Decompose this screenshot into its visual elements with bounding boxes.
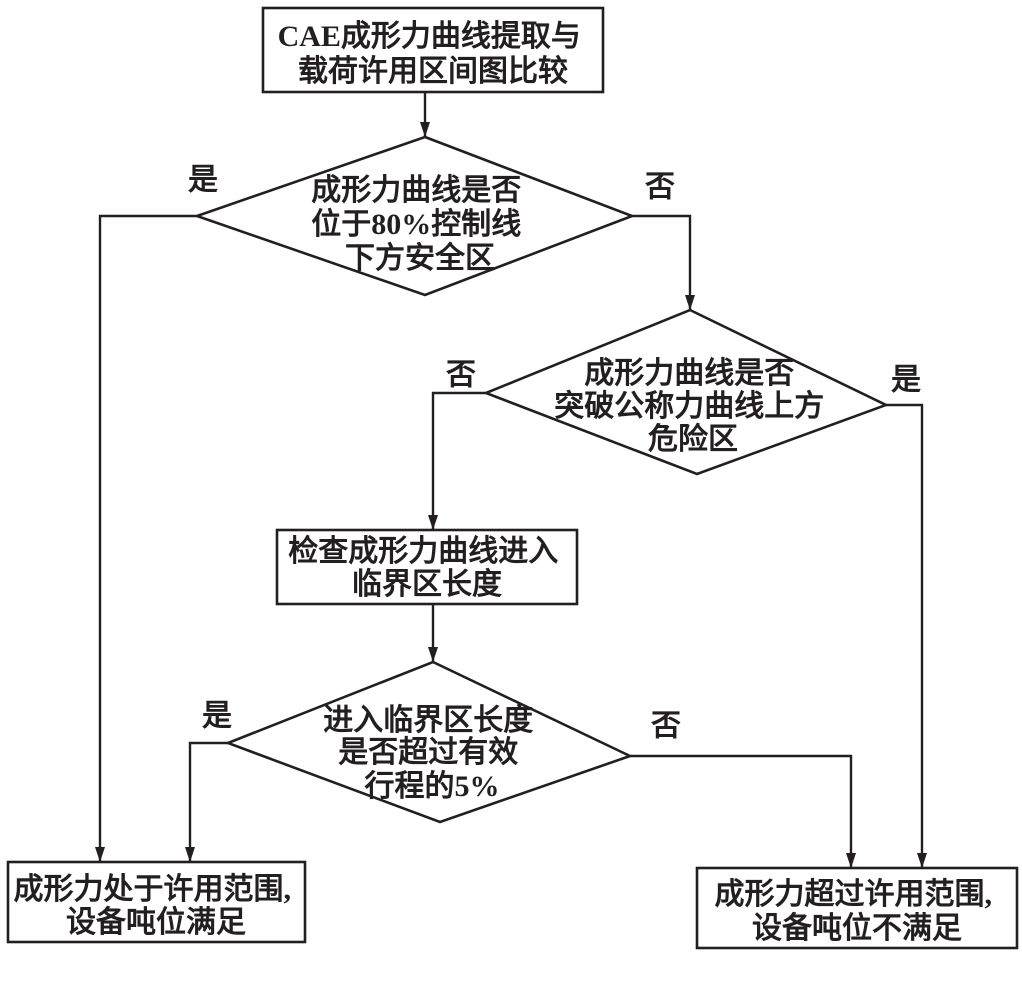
edge-length-yes-to-result-ok bbox=[185, 741, 228, 862]
edge-safe-zone-yes-to-result-ok bbox=[95, 214, 197, 862]
length-decision-line-1: 进入临界区长度 bbox=[323, 703, 533, 737]
result-fail-box-frame bbox=[695, 866, 1019, 950]
safe-zone-decision-diamond bbox=[193, 135, 636, 297]
edge-length-no-to-result-fail bbox=[630, 754, 856, 868]
danger-zone-decision-text: 成形力曲线是否 突破公称力曲线上方 危险区 bbox=[554, 357, 832, 456]
safe-zone-decision-line-3: 下方安全区 bbox=[345, 241, 495, 275]
length-decision-diamond bbox=[224, 660, 634, 824]
result-ok-box-text: 成形力处于许用范围, 设备吨位满足 bbox=[14, 873, 299, 939]
result-ok-box-line-1: 成形力处于许用范围, bbox=[14, 873, 292, 906]
danger-zone-decision-line-1: 成形力曲线是否 bbox=[584, 357, 794, 390]
nodes: CAE成形力曲线提取与 载荷许用区间图比较 成形力曲线是否 位于80%控制线 下… bbox=[6, 6, 1019, 950]
result-ok-box-line-2: 设备吨位满足 bbox=[66, 905, 246, 939]
result-fail-box: 成形力超过许用范围, 设备吨位不满足 bbox=[695, 866, 1019, 950]
danger-zone-decision: 成形力曲线是否 突破公称力曲线上方 危险区 bbox=[482, 308, 890, 476]
safe-zone-decision-text: 成形力曲线是否 位于80%控制线 下方安全区 bbox=[311, 174, 529, 275]
danger-zone-decision-line-2: 突破公称力曲线上方 bbox=[554, 389, 824, 423]
safe-zone-yes-label: 是 bbox=[188, 164, 218, 197]
start-box-line-1: CAE成形力曲线提取与 bbox=[278, 20, 581, 53]
safe-zone-decision-line-1: 成形力曲线是否 bbox=[311, 174, 521, 207]
edge-safe-zone-no-to-danger-zone-decision bbox=[632, 214, 695, 310]
check-length-box-text: 检查成形力曲线进入 临界区长度 bbox=[288, 534, 566, 601]
danger-zone-decision-line-3: 危险区 bbox=[648, 422, 738, 456]
safe-zone-decision-line-2: 位于80%控制线 bbox=[311, 207, 521, 241]
result-ok-box: 成形力处于许用范围, 设备吨位满足 bbox=[6, 860, 307, 944]
result-fail-box-text: 成形力超过许用范围, 设备吨位不满足 bbox=[715, 878, 1000, 945]
danger-zone-yes-label: 是 bbox=[891, 364, 921, 397]
edge-labels: 是 否 否 是 是 否 bbox=[188, 164, 921, 743]
start-box-line-2: 载荷许用区间图比较 bbox=[298, 54, 568, 88]
length-decision: 进入临界区长度 是否超过有效 行程的5% bbox=[224, 660, 634, 824]
check-length-box-line-2: 临界区长度 bbox=[352, 567, 502, 601]
length-yes-label: 是 bbox=[202, 700, 232, 733]
length-no-label: 否 bbox=[651, 710, 681, 743]
result-ok-box-frame bbox=[6, 860, 307, 944]
edge-danger-zone-no-to-check-length bbox=[428, 391, 486, 530]
safe-zone-decision: 成形力曲线是否 位于80%控制线 下方安全区 bbox=[193, 135, 636, 297]
check-length-box: 检查成形力曲线进入 临界区长度 bbox=[275, 528, 579, 606]
edges bbox=[95, 92, 927, 868]
start-box-text: CAE成形力曲线提取与 载荷许用区间图比较 bbox=[278, 20, 589, 88]
result-fail-box-line-1: 成形力超过许用范围, bbox=[715, 878, 993, 911]
length-decision-line-2: 是否超过有效 bbox=[338, 736, 518, 769]
start-box-frame bbox=[261, 6, 605, 94]
danger-zone-decision-diamond bbox=[482, 308, 890, 476]
start-box: CAE成形力曲线提取与 载荷许用区间图比较 bbox=[261, 6, 605, 94]
result-fail-box-line-2: 设备吨位不满足 bbox=[752, 911, 962, 945]
safe-zone-no-label: 否 bbox=[645, 171, 675, 204]
edge-danger-zone-yes-to-result-fail bbox=[886, 403, 927, 868]
check-length-box-frame bbox=[275, 528, 579, 606]
danger-zone-no-label: 否 bbox=[446, 359, 476, 392]
check-length-box-line-1: 检查成形力曲线进入 bbox=[288, 534, 558, 568]
length-decision-text: 进入临界区长度 是否超过有效 行程的5% bbox=[323, 703, 541, 803]
length-decision-line-3: 行程的5% bbox=[364, 770, 500, 803]
